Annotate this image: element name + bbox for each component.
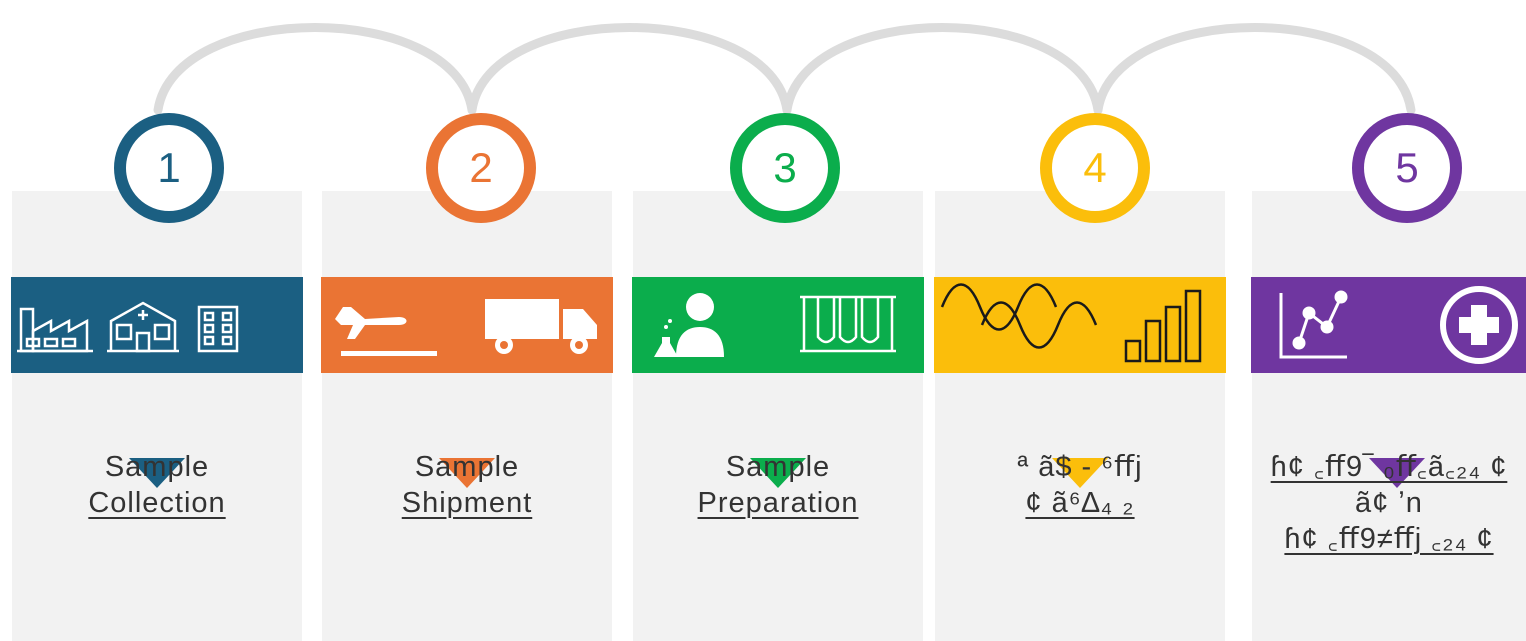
step-2-label-line2: Shipment xyxy=(401,487,533,519)
step-5-number-circle: 5 xyxy=(1352,113,1462,223)
step-1-number: 1 xyxy=(157,144,181,191)
step-5-card: ɦ¢ ꜀ﬀ9‾ ₀ﬀ꜀ã꜀₂₄ ¢ ã¢ ʼn ɦ¢ ꜀ﬀ9≠ﬀj ꜀₂₄ ¢ xyxy=(1251,191,1526,641)
step-3-number-circle: 3 xyxy=(730,113,840,223)
step-5-label-line1: ɦ¢ ꜀ﬀ9‾ ₀ﬀ꜀ã꜀₂₄ ¢ xyxy=(1270,451,1508,483)
step-3-label: Sample Preparation xyxy=(633,449,923,521)
step-2-banner xyxy=(321,277,613,488)
line-graph-icon xyxy=(1279,290,1348,359)
step-4-number-circle: 4 xyxy=(1040,113,1150,223)
step-5-pointer xyxy=(1369,458,1425,488)
step-1-label-line1: Sample xyxy=(104,451,210,483)
step-2-label-line1: Sample xyxy=(414,451,520,483)
connector-arc-4 xyxy=(1093,23,1416,115)
step-4-banner xyxy=(934,277,1226,488)
bar-chart-icon xyxy=(1124,289,1202,363)
test-tubes-icon xyxy=(800,295,896,353)
step-3-card: Sample Preparation xyxy=(632,191,924,641)
connector-arc-3 xyxy=(782,23,1103,115)
step-1-label: Sample Collection xyxy=(12,449,302,521)
step-5-label-line3: ɦ¢ ꜀ﬀ9≠ﬀj ꜀₂₄ ¢ xyxy=(1284,523,1494,555)
step-4-label-line2: ¢ ã⁶∆₄ ₂ xyxy=(1025,487,1135,519)
step-1-number-circle: 1 xyxy=(114,113,224,223)
step-4-pointer xyxy=(1052,458,1108,488)
step-3-label-line2: Preparation xyxy=(697,487,859,519)
step-3-banner xyxy=(632,277,924,488)
airplane-icon xyxy=(335,307,437,356)
connector-arc-2 xyxy=(467,23,792,115)
step-2-number: 2 xyxy=(469,144,493,191)
step-5-label-line2: ã¢ ʼn xyxy=(1355,487,1423,519)
truck-icon xyxy=(485,299,597,354)
step-5-label: ɦ¢ ꜀ﬀ9‾ ₀ﬀ꜀ã꜀₂₄ ¢ ã¢ ʼn ɦ¢ ꜀ﬀ9≠ﬀj ꜀₂₄ ¢ xyxy=(1252,449,1526,557)
step-2-number-circle: 2 xyxy=(426,113,536,223)
step-5-banner xyxy=(1251,277,1526,488)
step-4-label: ª ã$ ‐ ⁶ﬀj ¢ ã⁶∆₄ ₂ xyxy=(935,449,1225,521)
step-4-card: ª ã$ ‐ ⁶ﬀj ¢ ã⁶∆₄ ₂ xyxy=(934,191,1226,641)
waveform-icon xyxy=(940,283,1098,349)
step-5-number: 5 xyxy=(1395,144,1419,191)
step-4-label-line1: ª ã$ ‐ ⁶ﬀj xyxy=(1017,451,1143,483)
plus-circle-icon xyxy=(1440,286,1518,364)
step-1-card: Sample Collection xyxy=(11,191,303,641)
connector-arcs xyxy=(153,23,1416,115)
step-1-banner xyxy=(11,277,303,488)
scientist-icon xyxy=(654,293,724,357)
step-3-label-line1: Sample xyxy=(725,451,831,483)
step-3-number: 3 xyxy=(773,144,797,191)
hospital-icon xyxy=(107,301,179,353)
step-1-pointer xyxy=(129,458,185,488)
step-2-pointer xyxy=(439,458,495,488)
step-2-label: Sample Shipment xyxy=(322,449,612,521)
factory-icon xyxy=(17,307,93,353)
office-building-icon xyxy=(197,305,239,353)
step-1-label-line2: Collection xyxy=(88,487,226,519)
connector-arc-1 xyxy=(153,23,477,115)
step-4-number: 4 xyxy=(1083,144,1107,191)
step-3-pointer xyxy=(750,458,806,488)
step-2-card: Sample Shipment xyxy=(321,191,613,641)
